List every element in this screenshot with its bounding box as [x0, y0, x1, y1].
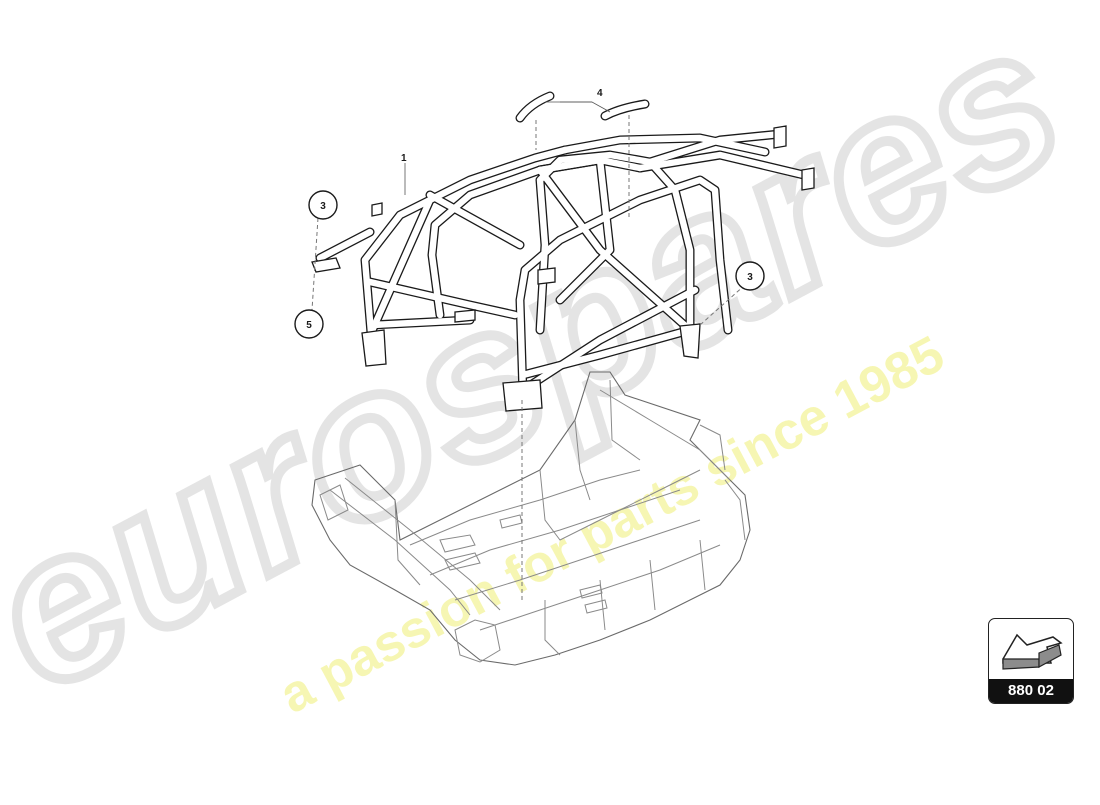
roof-padding-parts: [515, 91, 650, 123]
mount-bracket: [773, 125, 787, 149]
leader-lines: [404, 101, 611, 195]
callout-4-label: 4: [597, 88, 603, 99]
callout-1[interactable]: 1: [401, 153, 407, 164]
callout-1-label: 1: [401, 153, 407, 164]
roll-cage-drawing: [311, 125, 815, 412]
mount-bracket: [454, 309, 476, 323]
mount-bracket: [371, 202, 383, 217]
callout-3-left[interactable]: 3: [308, 190, 338, 220]
diagram-code-label: 880 02: [989, 679, 1073, 703]
callout-5[interactable]: 5: [294, 309, 324, 339]
callout-5-label: 5: [306, 320, 312, 331]
callout-3-left-label: 3: [320, 201, 326, 212]
mount-bracket: [537, 267, 556, 285]
arrow-pointer-icon: [1002, 633, 1063, 670]
callout-4[interactable]: 4: [597, 88, 603, 99]
foot-plate: [361, 329, 387, 367]
foot-plate: [679, 323, 701, 359]
chassis-drawing: [311, 371, 751, 666]
callout-3-right-label: 3: [747, 272, 753, 283]
foot-plate: [502, 379, 543, 412]
mount-bracket: [801, 167, 815, 191]
diagram-code-badge: 880 02: [988, 618, 1074, 704]
callout-3-right[interactable]: 3: [735, 261, 765, 291]
assembly-guide-lines: [311, 115, 746, 600]
